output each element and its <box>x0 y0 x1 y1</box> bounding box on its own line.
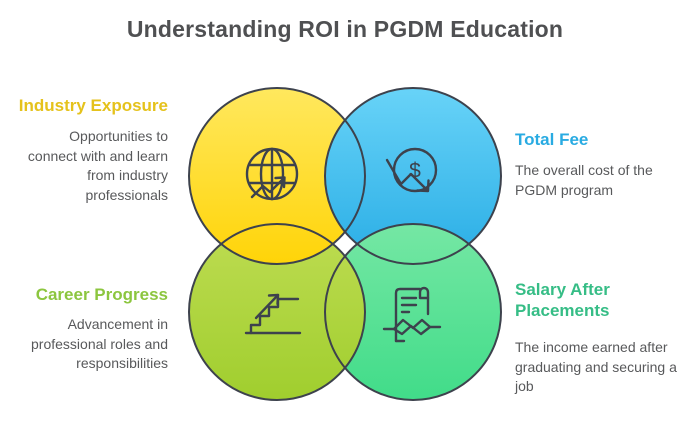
page-title: Understanding ROI in PGDM Education <box>126 16 564 42</box>
circle-industry <box>189 88 365 264</box>
industry-exposure-label: Industry Exposure <box>18 96 168 115</box>
total-fee-description: The overall cost of the PGDM program <box>515 162 653 198</box>
circle-outlines <box>188 87 502 401</box>
salary-after-placements-label: Salary After Placements <box>515 280 610 321</box>
career-progress-description: Advancement in professional roles and re… <box>31 316 168 372</box>
stairs-up-icon <box>244 293 302 335</box>
career-progress-label: Career Progress <box>35 285 168 304</box>
circle-salary <box>325 224 501 400</box>
salary-after-placements-description: The income earned after graduating and s… <box>515 339 677 395</box>
circle-career <box>189 224 365 400</box>
contract-handshake-icon <box>382 286 442 343</box>
globe-trend-icon <box>245 147 299 201</box>
total-fee-label: Total Fee <box>515 130 589 149</box>
industry-exposure-description: Opportunities to connect with and learn … <box>27 128 168 203</box>
dollar-decrease-icon: $ <box>385 147 438 193</box>
